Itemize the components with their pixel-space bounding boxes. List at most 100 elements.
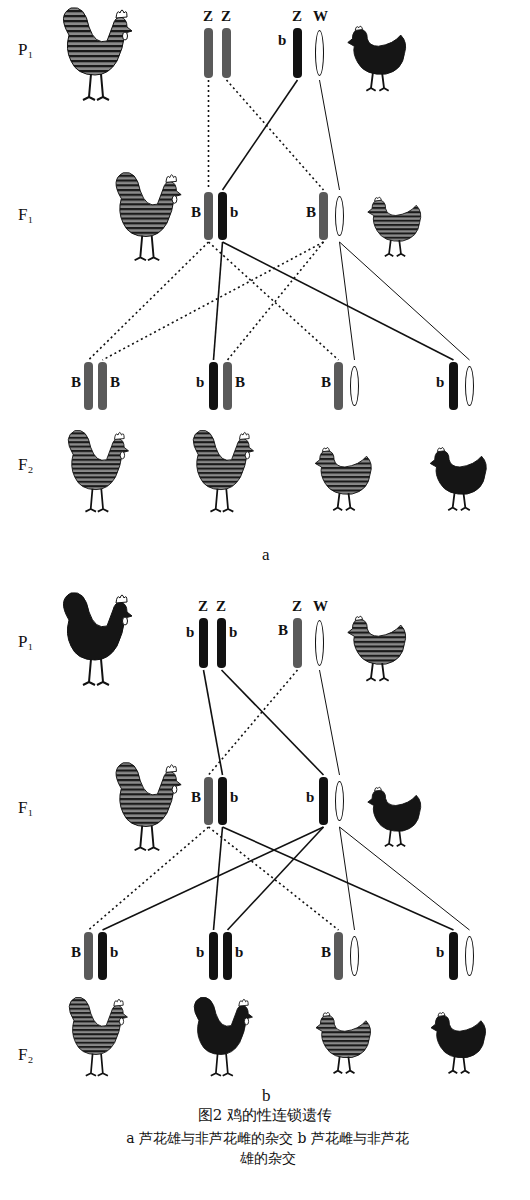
- black-hen: [348, 26, 406, 91]
- inheritance-line: [340, 242, 470, 360]
- gene-letter: b: [186, 624, 194, 641]
- inheritance-line: [208, 80, 210, 190]
- barred-hen: [316, 1012, 371, 1073]
- inheritance-line: [227, 80, 324, 190]
- gene-letter: b: [230, 204, 238, 221]
- w-chromosome: [350, 936, 359, 976]
- chromosome-set: b: [305, 775, 351, 827]
- black-hen: [430, 448, 486, 511]
- inheritance-line: [228, 242, 324, 360]
- inheritance-line: [89, 242, 209, 360]
- gene-letter: b: [436, 374, 444, 391]
- w-chromosome: [315, 620, 324, 666]
- gene-letter: B: [278, 622, 288, 639]
- gene-letter: B: [321, 944, 331, 961]
- w-chromosome: [335, 196, 344, 236]
- gene-letter: b: [230, 789, 238, 806]
- z-chromosome: [199, 618, 208, 668]
- chromosome-set: bB: [195, 360, 247, 412]
- z-chromosome: [334, 362, 343, 410]
- w-chromosome: [465, 366, 474, 406]
- z-chromosome: [293, 28, 302, 78]
- gene-letter: B: [71, 374, 81, 391]
- gene-letter: Z: [216, 598, 226, 615]
- generation-label: F₁: [18, 205, 33, 225]
- generation-label: P₁: [18, 40, 33, 60]
- generation-label: F₁: [18, 798, 33, 818]
- barred-rooster: [193, 430, 253, 511]
- black-rooster: [194, 997, 252, 1076]
- black-hen: [431, 1012, 486, 1073]
- panel-letter: b: [262, 1086, 271, 1106]
- inheritance-line: [228, 827, 324, 930]
- z-chromosome: [319, 192, 328, 240]
- gene-letter: b: [110, 944, 118, 961]
- inheritance-line: [340, 242, 355, 360]
- inheritance-line: [222, 670, 324, 775]
- chromosome-set: Bb: [70, 930, 122, 982]
- inheritance-line: [340, 827, 470, 930]
- inheritance-line: [209, 670, 298, 775]
- gene-letter: b: [229, 624, 237, 641]
- z-chromosome: [98, 932, 107, 980]
- gene-letter: B: [191, 204, 201, 221]
- barred-rooster: [69, 997, 127, 1076]
- z-chromosome: [449, 362, 458, 410]
- inheritance-line: [103, 827, 324, 930]
- z-chromosome: [222, 28, 231, 78]
- z-chromosome: [293, 618, 302, 668]
- w-chromosome: [335, 781, 344, 821]
- inheritance-line: [320, 670, 340, 775]
- chromosome-set: ZZbb: [185, 598, 241, 670]
- chromosome-set: ZZ: [190, 8, 244, 80]
- z-chromosome: [204, 777, 213, 825]
- generation-label: F₂: [18, 455, 33, 475]
- inheritance-line: [204, 670, 223, 775]
- z-chromosome: [209, 362, 218, 410]
- barred-rooster: [68, 430, 128, 511]
- gene-letter: B: [71, 944, 81, 961]
- gene-letter: B: [110, 374, 120, 391]
- chromosome-set: bb: [195, 930, 247, 982]
- chromosome-set: B: [320, 930, 366, 982]
- inheritance-line: [340, 827, 355, 930]
- w-chromosome: [465, 936, 474, 976]
- chromosome-set: Bb: [190, 775, 242, 827]
- chromosome-set: b: [435, 360, 481, 412]
- gene-letter: b: [235, 944, 243, 961]
- barred-rooster: [63, 8, 132, 100]
- z-chromosome: [209, 932, 218, 980]
- gene-letter: Z: [292, 8, 302, 25]
- panel-letter: a: [262, 545, 270, 565]
- gene-letter: b: [196, 374, 204, 391]
- black-hen: [368, 787, 421, 846]
- chromosome-set: B: [305, 190, 351, 242]
- chromosome-set: B: [320, 360, 366, 412]
- gene-letter: b: [196, 944, 204, 961]
- inheritance-line: [223, 242, 454, 360]
- w-chromosome: [350, 366, 359, 406]
- z-chromosome: [319, 777, 328, 825]
- inheritance-line: [209, 242, 339, 360]
- z-chromosome: [223, 362, 232, 410]
- gene-letter: Z: [221, 8, 231, 25]
- z-chromosome: [217, 618, 226, 668]
- gene-letter: b: [306, 789, 314, 806]
- barred-hen: [348, 616, 406, 681]
- z-chromosome: [218, 777, 227, 825]
- chromosome-set: Bb: [190, 190, 242, 242]
- gene-letter: Z: [292, 598, 302, 615]
- chromosome-set: b: [435, 930, 481, 982]
- gene-letter: b: [278, 32, 286, 49]
- figure-caption: a 芦花雄与非芦花雌的杂交 b 芦花雌与非芦花雄的杂交: [125, 1128, 410, 1168]
- black-rooster: [63, 593, 132, 685]
- z-chromosome: [84, 362, 93, 410]
- generation-label: F₂: [18, 1045, 33, 1065]
- inheritance-line: [209, 827, 339, 930]
- gene-letter: b: [436, 944, 444, 961]
- barred-hen: [315, 448, 371, 511]
- z-chromosome: [84, 932, 93, 980]
